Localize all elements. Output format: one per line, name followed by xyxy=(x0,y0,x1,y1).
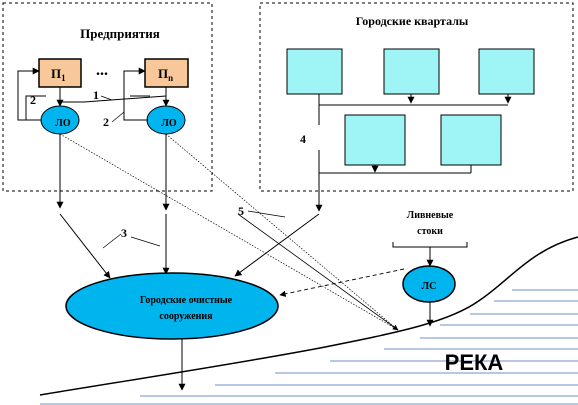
stormwater-line2: стоки xyxy=(417,226,443,237)
callout-2a: 2 xyxy=(30,93,36,107)
city-treatment-plant-line2: сооружения xyxy=(159,311,213,322)
callout-1-leader xyxy=(100,95,113,101)
enterprise-pn-label: Пn xyxy=(158,66,173,83)
city-treatment-plant-line1: Городские очистные xyxy=(140,295,233,306)
enterprise-dots: ... xyxy=(96,62,108,79)
callout-5-leader xyxy=(247,210,286,218)
enterprise-p1-label: П1 xyxy=(51,66,66,83)
loop-cross xyxy=(60,95,167,103)
callout-4: 4 xyxy=(300,132,306,146)
treatn-to-river-dotted xyxy=(165,133,399,331)
treat1-to-river-dotted xyxy=(59,133,399,331)
stormwater-node xyxy=(402,265,456,303)
enterprises-title: Предприятия xyxy=(80,26,160,41)
callout-3-leader-a xyxy=(102,233,122,249)
river-bank xyxy=(39,236,578,396)
local-treatment-n-label: ЛО xyxy=(161,118,176,129)
city-treatment-plant xyxy=(65,272,279,340)
quarter-box-2 xyxy=(383,48,440,95)
enterprise-p1-box xyxy=(38,58,82,88)
quarter-box-1 xyxy=(286,48,343,95)
callout-3-leader-b xyxy=(130,236,161,247)
callout-2b: 2 xyxy=(103,115,109,129)
quarters-to-plant xyxy=(234,213,320,277)
treat1-to-plant xyxy=(59,213,111,279)
quarter-box-5 xyxy=(440,114,502,166)
loop-p1-inner xyxy=(25,95,46,120)
callout-2b-leader xyxy=(111,111,125,123)
stormwater-brace xyxy=(392,242,468,253)
river-water-lines xyxy=(40,289,578,405)
quarters-frame xyxy=(259,2,574,192)
enterprises-frame xyxy=(2,2,213,192)
river-label: РЕКА xyxy=(445,350,504,375)
loop-p1-recycle xyxy=(17,67,41,121)
stormwater-node-label: ЛС xyxy=(422,281,437,292)
quarter-box-3 xyxy=(478,48,535,95)
stormwater-to-plant-dashed xyxy=(279,268,405,297)
quarters-title: Городские кварталы xyxy=(356,14,469,28)
loop-pn-recycle xyxy=(123,67,148,121)
callout-1: 1 xyxy=(93,88,99,102)
quarter-box-4 xyxy=(344,114,406,166)
quarters-to-river-solid xyxy=(237,213,399,331)
callout-5: 5 xyxy=(238,204,244,218)
stormwater-line1: Ливневые xyxy=(407,210,454,221)
local-treatment-1-label: ЛО xyxy=(55,118,70,129)
callout-3: 3 xyxy=(121,226,127,240)
